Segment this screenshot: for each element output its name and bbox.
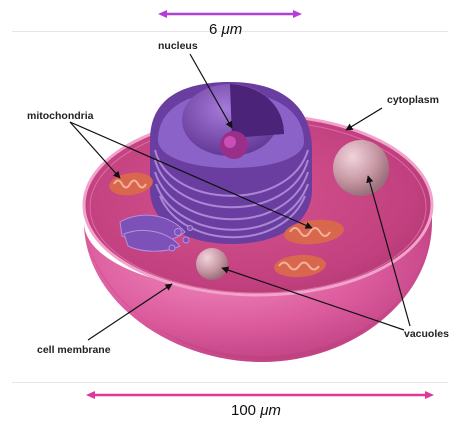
label-vacuoles: vacuoles (404, 329, 449, 340)
label-nucleus: nucleus (158, 41, 198, 52)
scale-bar-bottom (86, 391, 434, 399)
label-cell-membrane: cell membrane (37, 345, 111, 356)
nucleus (150, 82, 312, 244)
vacuole-large (333, 140, 389, 196)
scale-bar-top (158, 10, 302, 18)
scale-label-bottom: 100 μm (231, 403, 281, 418)
scale-label-top: 6 μm (209, 22, 242, 37)
label-mitochondria: mitochondria (27, 111, 94, 122)
vacuole-small (196, 248, 228, 280)
label-cytoplasm: cytoplasm (387, 95, 439, 106)
